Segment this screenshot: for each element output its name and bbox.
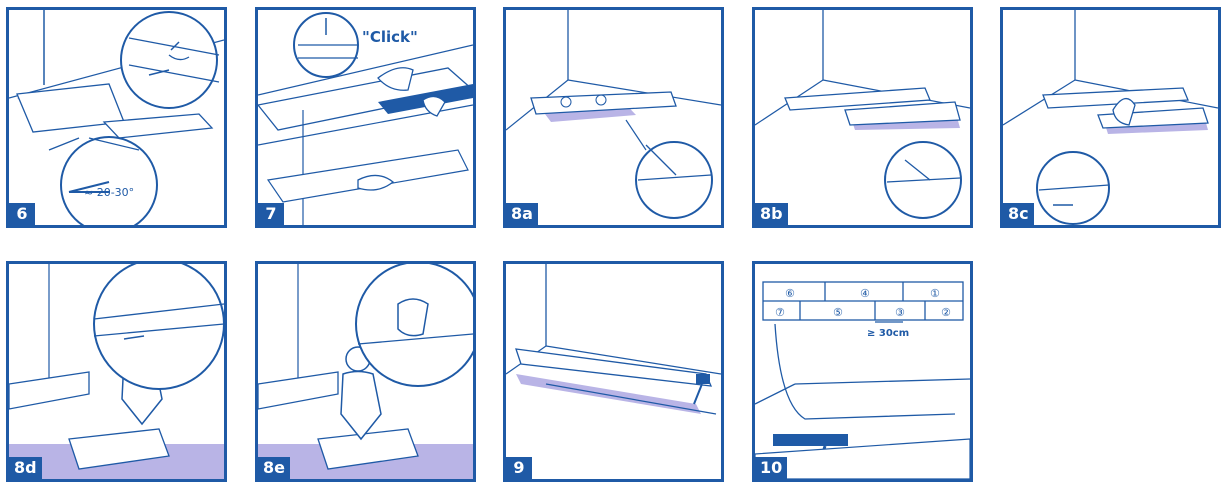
step-badge: 10 [755, 457, 787, 479]
step-badge: 8c [1003, 203, 1034, 225]
step-9-illustration [506, 264, 721, 479]
step-7-illustration: "Click" [258, 10, 473, 225]
step-6-panel: ≈ 20-30° 6 [6, 7, 227, 228]
step-8e-panel: 8e [255, 261, 476, 482]
step-8b-illustration [755, 10, 970, 225]
step-9-panel: 9 [503, 261, 724, 482]
step-badge: 7 [258, 203, 284, 225]
step-10-illustration: ⑥ ④ ① ⑦ ⑤ ③ ② ≥ 30cm [755, 264, 970, 479]
board-number: ⑦ [775, 306, 785, 319]
step-7-panel: "Click" 7 [255, 7, 476, 228]
step-badge: 9 [506, 457, 532, 479]
dimension-text: ≥ 30cm [867, 328, 909, 339]
board-number: ② [941, 306, 951, 319]
step-8b-panel: 8b [752, 7, 973, 228]
step-badge: 8d [9, 457, 42, 479]
board-number: ① [930, 287, 940, 300]
step-8c-illustration [1003, 10, 1218, 225]
angle-text: ≈ 20-30° [84, 186, 134, 199]
step-8d-panel: 8d [6, 261, 227, 482]
board-number: ⑤ [833, 306, 843, 319]
board-number: ④ [860, 287, 870, 300]
step-8a-panel: 8a [503, 7, 724, 228]
step-8a-illustration [506, 10, 721, 225]
step-badge: 8e [258, 457, 290, 479]
step-8c-panel: 8c [1000, 7, 1221, 228]
step-10-panel: ⑥ ④ ① ⑦ ⑤ ③ ② ≥ 30cm 10 [752, 261, 973, 482]
step-6-illustration: ≈ 20-30° [9, 10, 224, 225]
click-text: "Click" [362, 28, 418, 46]
step-badge: 8a [506, 203, 538, 225]
step-badge: 6 [9, 203, 35, 225]
step-8d-illustration [9, 264, 224, 479]
board-number: ⑥ [785, 287, 795, 300]
step-8e-illustration [258, 264, 473, 479]
board-number: ③ [895, 306, 905, 319]
step-badge: 8b [755, 203, 788, 225]
